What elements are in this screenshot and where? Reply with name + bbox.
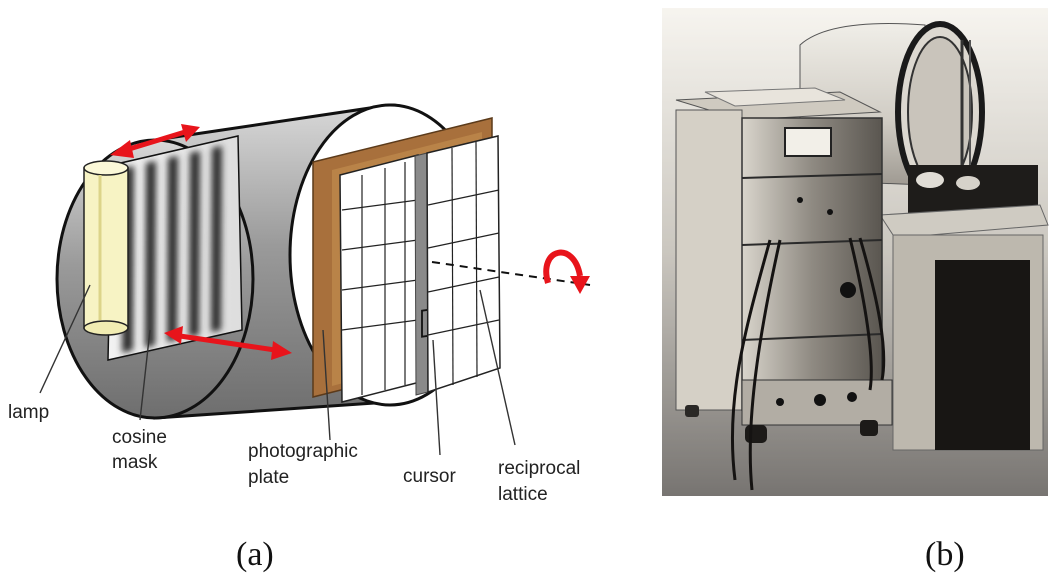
cursor-label: cursor: [403, 466, 456, 487]
cursor-leader-line: [432, 339, 441, 456]
drum-motion-arrow: [164, 326, 292, 360]
panel-b-caption: (b): [925, 536, 965, 573]
rotation-arrow: [543, 249, 590, 294]
reciprocal-label-line2: lattice: [498, 484, 548, 505]
lamp-label: lamp: [8, 402, 49, 423]
plate-label-line2: plate: [248, 467, 289, 488]
plate-leader-line: [322, 329, 331, 441]
photo-cables: [730, 237, 886, 491]
reciprocal-lattice-sheet: [426, 135, 501, 394]
rotation-axis: [431, 261, 591, 286]
lamp-tube: [83, 160, 129, 336]
reciprocal-leader-line: [479, 289, 516, 446]
mask-motion-arrow: [110, 124, 200, 158]
cosine-label-line2: mask: [112, 452, 158, 473]
panel-b-photograph: (b): [662, 8, 1049, 573]
lamp-leader-line: [39, 284, 91, 394]
cosine-label-line1: cosine: [112, 427, 167, 448]
panel-a-diagram: lamp cosine mask photographic plate curs…: [8, 103, 591, 573]
reciprocal-label-line1: reciprocal: [498, 458, 580, 479]
photo-cabinet: [675, 87, 893, 443]
photo-stand: [879, 204, 1049, 451]
plate-label-line1: photographic: [248, 441, 358, 462]
panel-a-caption: (a): [236, 536, 274, 573]
cosine-leader-line: [139, 329, 151, 421]
